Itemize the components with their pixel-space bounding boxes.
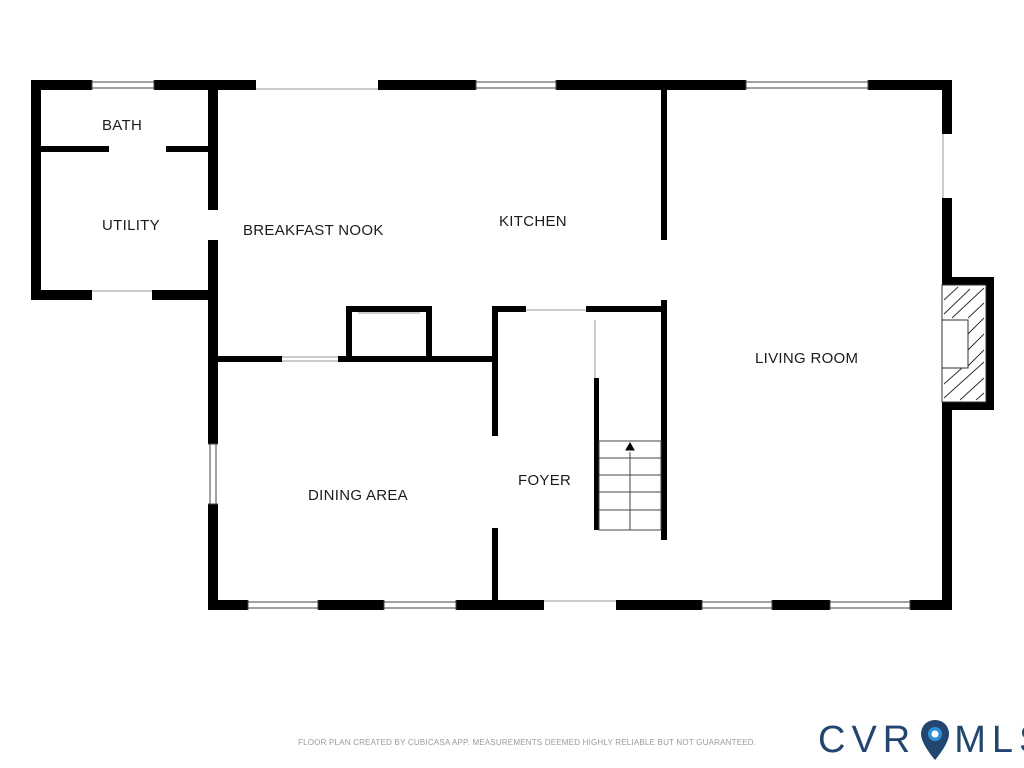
wall-nook-dining-right — [338, 356, 496, 362]
wall-kitchen-living — [661, 90, 667, 240]
wall-nook-dining-left — [218, 356, 282, 362]
wall-bath-utility-right — [166, 146, 208, 152]
room-label-bath: BATH — [102, 117, 143, 134]
room-label-breakfast-nook: BREAKFAST NOOK — [243, 222, 384, 239]
opening-top-nook — [256, 80, 378, 90]
wall-foyer-top-right — [586, 306, 667, 312]
logo-text-right: MLS — [954, 719, 1024, 761]
staircase — [598, 440, 662, 531]
window-left-dining — [208, 443, 218, 505]
wall-dining-foyer-upper — [492, 306, 498, 436]
room-label-kitchen: KITCHEN — [499, 213, 567, 230]
cvrmls-logo: CVR MLS — [818, 718, 1024, 762]
wall-closet-right — [426, 306, 432, 362]
wall-foyer-top-left — [492, 306, 526, 312]
wall-utility-nook-lower — [208, 240, 218, 300]
room-label-foyer: FOYER — [518, 472, 572, 489]
wall-dining-foyer-lower — [492, 528, 498, 606]
floor-plan-disclaimer: FLOOR PLAN CREATED BY CUBICASA APP. MEAS… — [298, 738, 757, 747]
wall-bath-utility-left — [41, 146, 109, 152]
window-bottom-living-2 — [829, 600, 911, 610]
wall-utility-nook — [208, 90, 218, 210]
room-label-living-room: LIVING ROOM — [755, 350, 859, 367]
walls — [31, 80, 994, 610]
fireplace-wall-right — [986, 277, 994, 410]
fireplace-wall-top — [942, 277, 994, 285]
room-label-utility: UTILITY — [102, 217, 160, 234]
window-bottom-living-1 — [701, 600, 773, 610]
opening-nook-dining — [282, 356, 338, 362]
stair-arrow-icon — [625, 441, 635, 451]
wall-foyer-living — [661, 300, 667, 540]
room-label-dining-area: DINING AREA — [308, 487, 408, 504]
opening-utility-bottom — [92, 290, 152, 300]
wall-closet-left — [346, 306, 352, 362]
window-top-bath — [91, 80, 155, 90]
opening-right-living — [942, 134, 952, 198]
windows — [91, 80, 952, 610]
opening-foyer-door — [544, 600, 616, 610]
wall-left-upper — [31, 80, 41, 300]
fireplace — [941, 284, 987, 403]
logo-text-left: CVR — [818, 719, 917, 761]
window-top-living — [745, 80, 869, 90]
window-top-kitchen — [475, 80, 557, 90]
fireplace-wall-bottom — [942, 402, 994, 410]
window-bottom-dining-2 — [383, 600, 457, 610]
wall-stair — [594, 378, 599, 530]
map-pin-icon — [921, 720, 950, 760]
window-bottom-dining-1 — [247, 600, 319, 610]
wall-closet-top — [346, 306, 432, 312]
